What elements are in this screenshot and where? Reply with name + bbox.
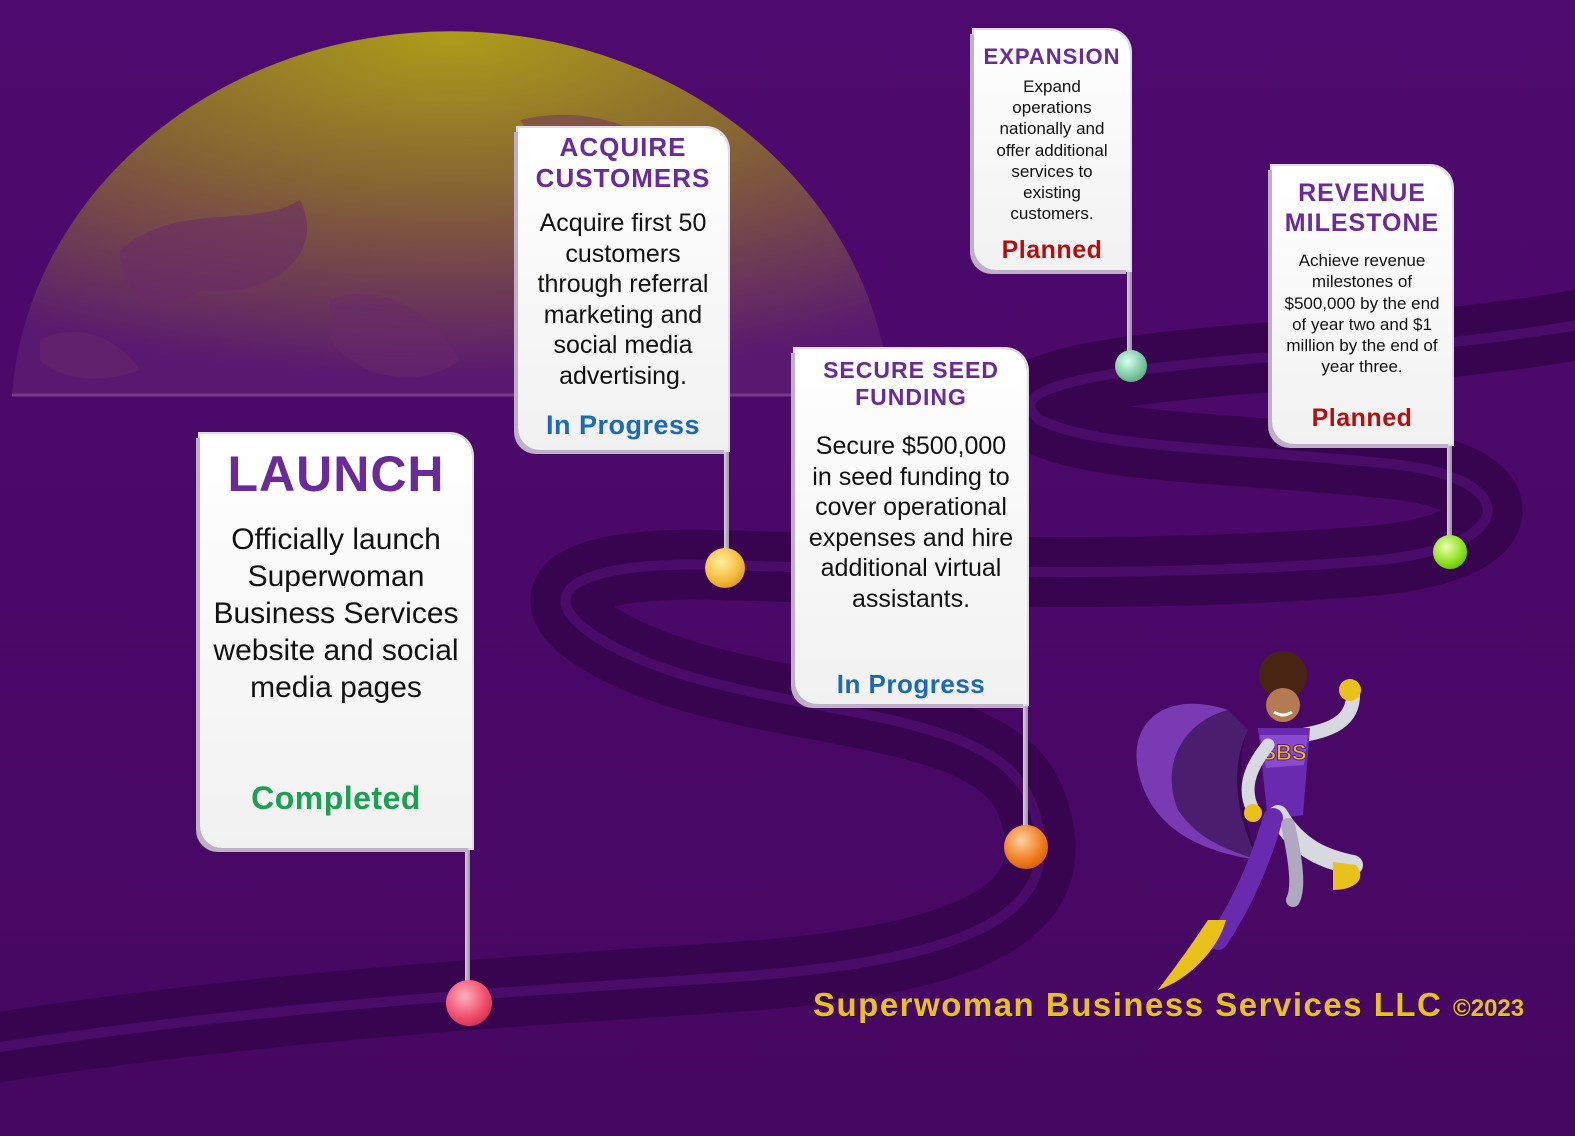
superhero-icon: SBS (1136, 651, 1363, 990)
milestone-marker-acquire-customers[interactable] (705, 548, 745, 588)
milestone-title: SECURE SEED FUNDING (823, 357, 999, 410)
milestone-title: REVENUE MILESTONE (1284, 179, 1440, 237)
milestone-card-acquire-customers[interactable]: ACQUIRE CUSTOMERS Acquire first 50 custo… (518, 128, 728, 450)
milestone-status: Planned (1311, 404, 1413, 432)
milestone-pole-revenue-milestone (1447, 443, 1452, 553)
milestone-pole-expansion (1127, 270, 1132, 364)
milestone-pole-launch (465, 848, 470, 1000)
milestone-status: In Progress (545, 410, 701, 440)
milestone-status: Planned (1001, 236, 1103, 264)
milestone-description: Achieve revenue milestones of $500,000 b… (1284, 251, 1440, 377)
milestone-title: ACQUIRE CUSTOMERS (535, 132, 711, 193)
company-name: Superwoman Business Services LLC (813, 986, 1454, 1023)
milestone-status: Completed (251, 780, 421, 816)
milestone-card-expansion[interactable]: EXPANSION Expand operations nationally a… (974, 30, 1130, 270)
milestone-pole-secure-seed-funding (1023, 704, 1028, 846)
company-footer: Superwoman Business Services LLC ©2023 (813, 986, 1573, 1024)
milestone-marker-launch[interactable] (446, 980, 492, 1026)
milestone-pole-acquire-customers (724, 450, 729, 568)
milestone-description: Secure $500,000 in seed funding to cover… (808, 432, 1014, 613)
milestone-title: EXPANSION (983, 44, 1121, 69)
milestone-description: Officially launch Superwoman Business Se… (213, 522, 459, 704)
milestone-description: Expand operations nationally and offer a… (996, 77, 1108, 224)
milestone-card-secure-seed-funding[interactable]: SECURE SEED FUNDING Secure $500,000 in s… (795, 349, 1027, 704)
milestone-marker-expansion[interactable] (1115, 350, 1147, 382)
milestone-status: In Progress (836, 669, 986, 699)
milestone-marker-revenue-milestone[interactable] (1433, 535, 1467, 569)
milestone-title: LAUNCH (227, 446, 445, 502)
milestone-card-revenue-milestone[interactable]: REVENUE MILESTONE Achieve revenue milest… (1272, 166, 1452, 444)
milestone-marker-secure-seed-funding[interactable] (1004, 825, 1048, 869)
milestone-description: Acquire first 50 customers through refer… (537, 209, 709, 390)
milestone-card-launch[interactable]: LAUNCH Officially launch Superwoman Busi… (200, 434, 472, 848)
copyright-year: ©2023 (1453, 995, 1525, 1022)
